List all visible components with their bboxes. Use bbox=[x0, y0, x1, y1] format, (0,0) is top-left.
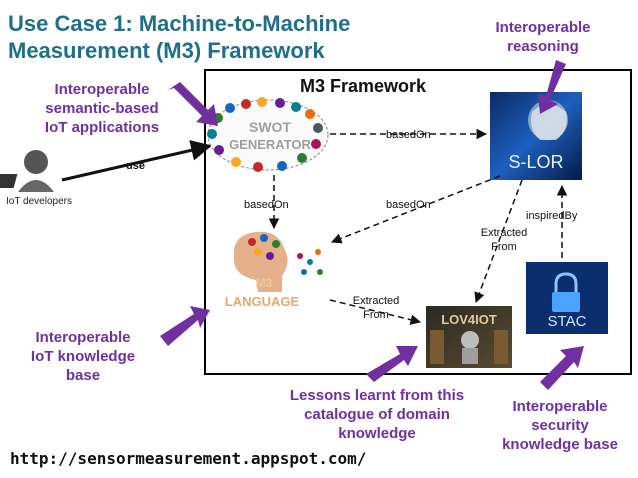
pointer-arrow-bottom-left bbox=[160, 306, 210, 346]
s-lor-label: S-LOR bbox=[508, 152, 563, 172]
use-arrow bbox=[61, 139, 213, 182]
edge-m3-lov4iot bbox=[329, 299, 422, 325]
swot-label-line-1: SWOT bbox=[249, 119, 291, 135]
annotation-iot-knowledge-base: Interoperable IoT knowledge base bbox=[30, 329, 136, 384]
pointer-arrow-top-left bbox=[168, 82, 218, 126]
pointer-arrow-top-right bbox=[538, 60, 566, 114]
edge-label-stac-slor: inspiredBy bbox=[526, 210, 578, 222]
m3-framework-box bbox=[204, 69, 632, 375]
edge-label-slor-lov4iot: Extracted From bbox=[480, 227, 528, 253]
m3-label-line-2: LANGUAGE bbox=[225, 294, 300, 309]
annotation-interoperable-reasoning: Interoperable reasoning bbox=[495, 19, 591, 55]
m3-language-node: M3 LANGUAGE bbox=[225, 231, 323, 309]
annotation-semantic-iot-apps: Interoperable semantic-based IoT applica… bbox=[44, 81, 160, 136]
pointer-arrow-bottom-center bbox=[366, 346, 418, 382]
edge-slor-m3 bbox=[331, 175, 501, 244]
framework-title: M3 Framework bbox=[300, 76, 427, 96]
lov4iot-label: LOV4IOT bbox=[441, 312, 497, 327]
title-line-1: Use Case 1: Machine-to-Machine bbox=[8, 11, 351, 36]
title-line-2: Measurement (M3) Framework bbox=[8, 38, 325, 63]
developers-label: IoT developers bbox=[6, 196, 72, 207]
developer-icon bbox=[0, 150, 54, 192]
annotation-security-knowledge-base: Interoperable security knowledge base bbox=[502, 398, 618, 453]
lov4iot-node: LOV4IOT bbox=[426, 306, 512, 368]
swot-generator-node: SWOT GENERATOR bbox=[207, 97, 329, 172]
page-title: Use Case 1: Machine-to-Machine Measureme… bbox=[8, 10, 428, 64]
m3-label-line-1: M3 bbox=[256, 276, 273, 290]
edge-label-swot-m3: basedOn bbox=[244, 199, 289, 211]
pointer-arrow-bottom-right bbox=[540, 346, 584, 390]
swot-label-line-2: GENERATOR bbox=[229, 137, 311, 152]
annotation-lessons-learnt: Lessons learnt from this catalogue of do… bbox=[289, 387, 465, 442]
stac-node: STAC bbox=[526, 262, 608, 334]
stac-label: STAC bbox=[548, 313, 587, 330]
edge-label-swot-slor: basedOn bbox=[386, 129, 431, 141]
edge-label-m3-lov4iot: Extracted From bbox=[352, 295, 400, 321]
s-lor-node: S-LOR bbox=[490, 92, 582, 180]
source-url[interactable]: http://sensormeasurement.appspot.com/ bbox=[10, 449, 367, 468]
edge-label-slor-m3: basedOn bbox=[386, 199, 431, 211]
edge-slor-lov4iot bbox=[474, 179, 523, 303]
